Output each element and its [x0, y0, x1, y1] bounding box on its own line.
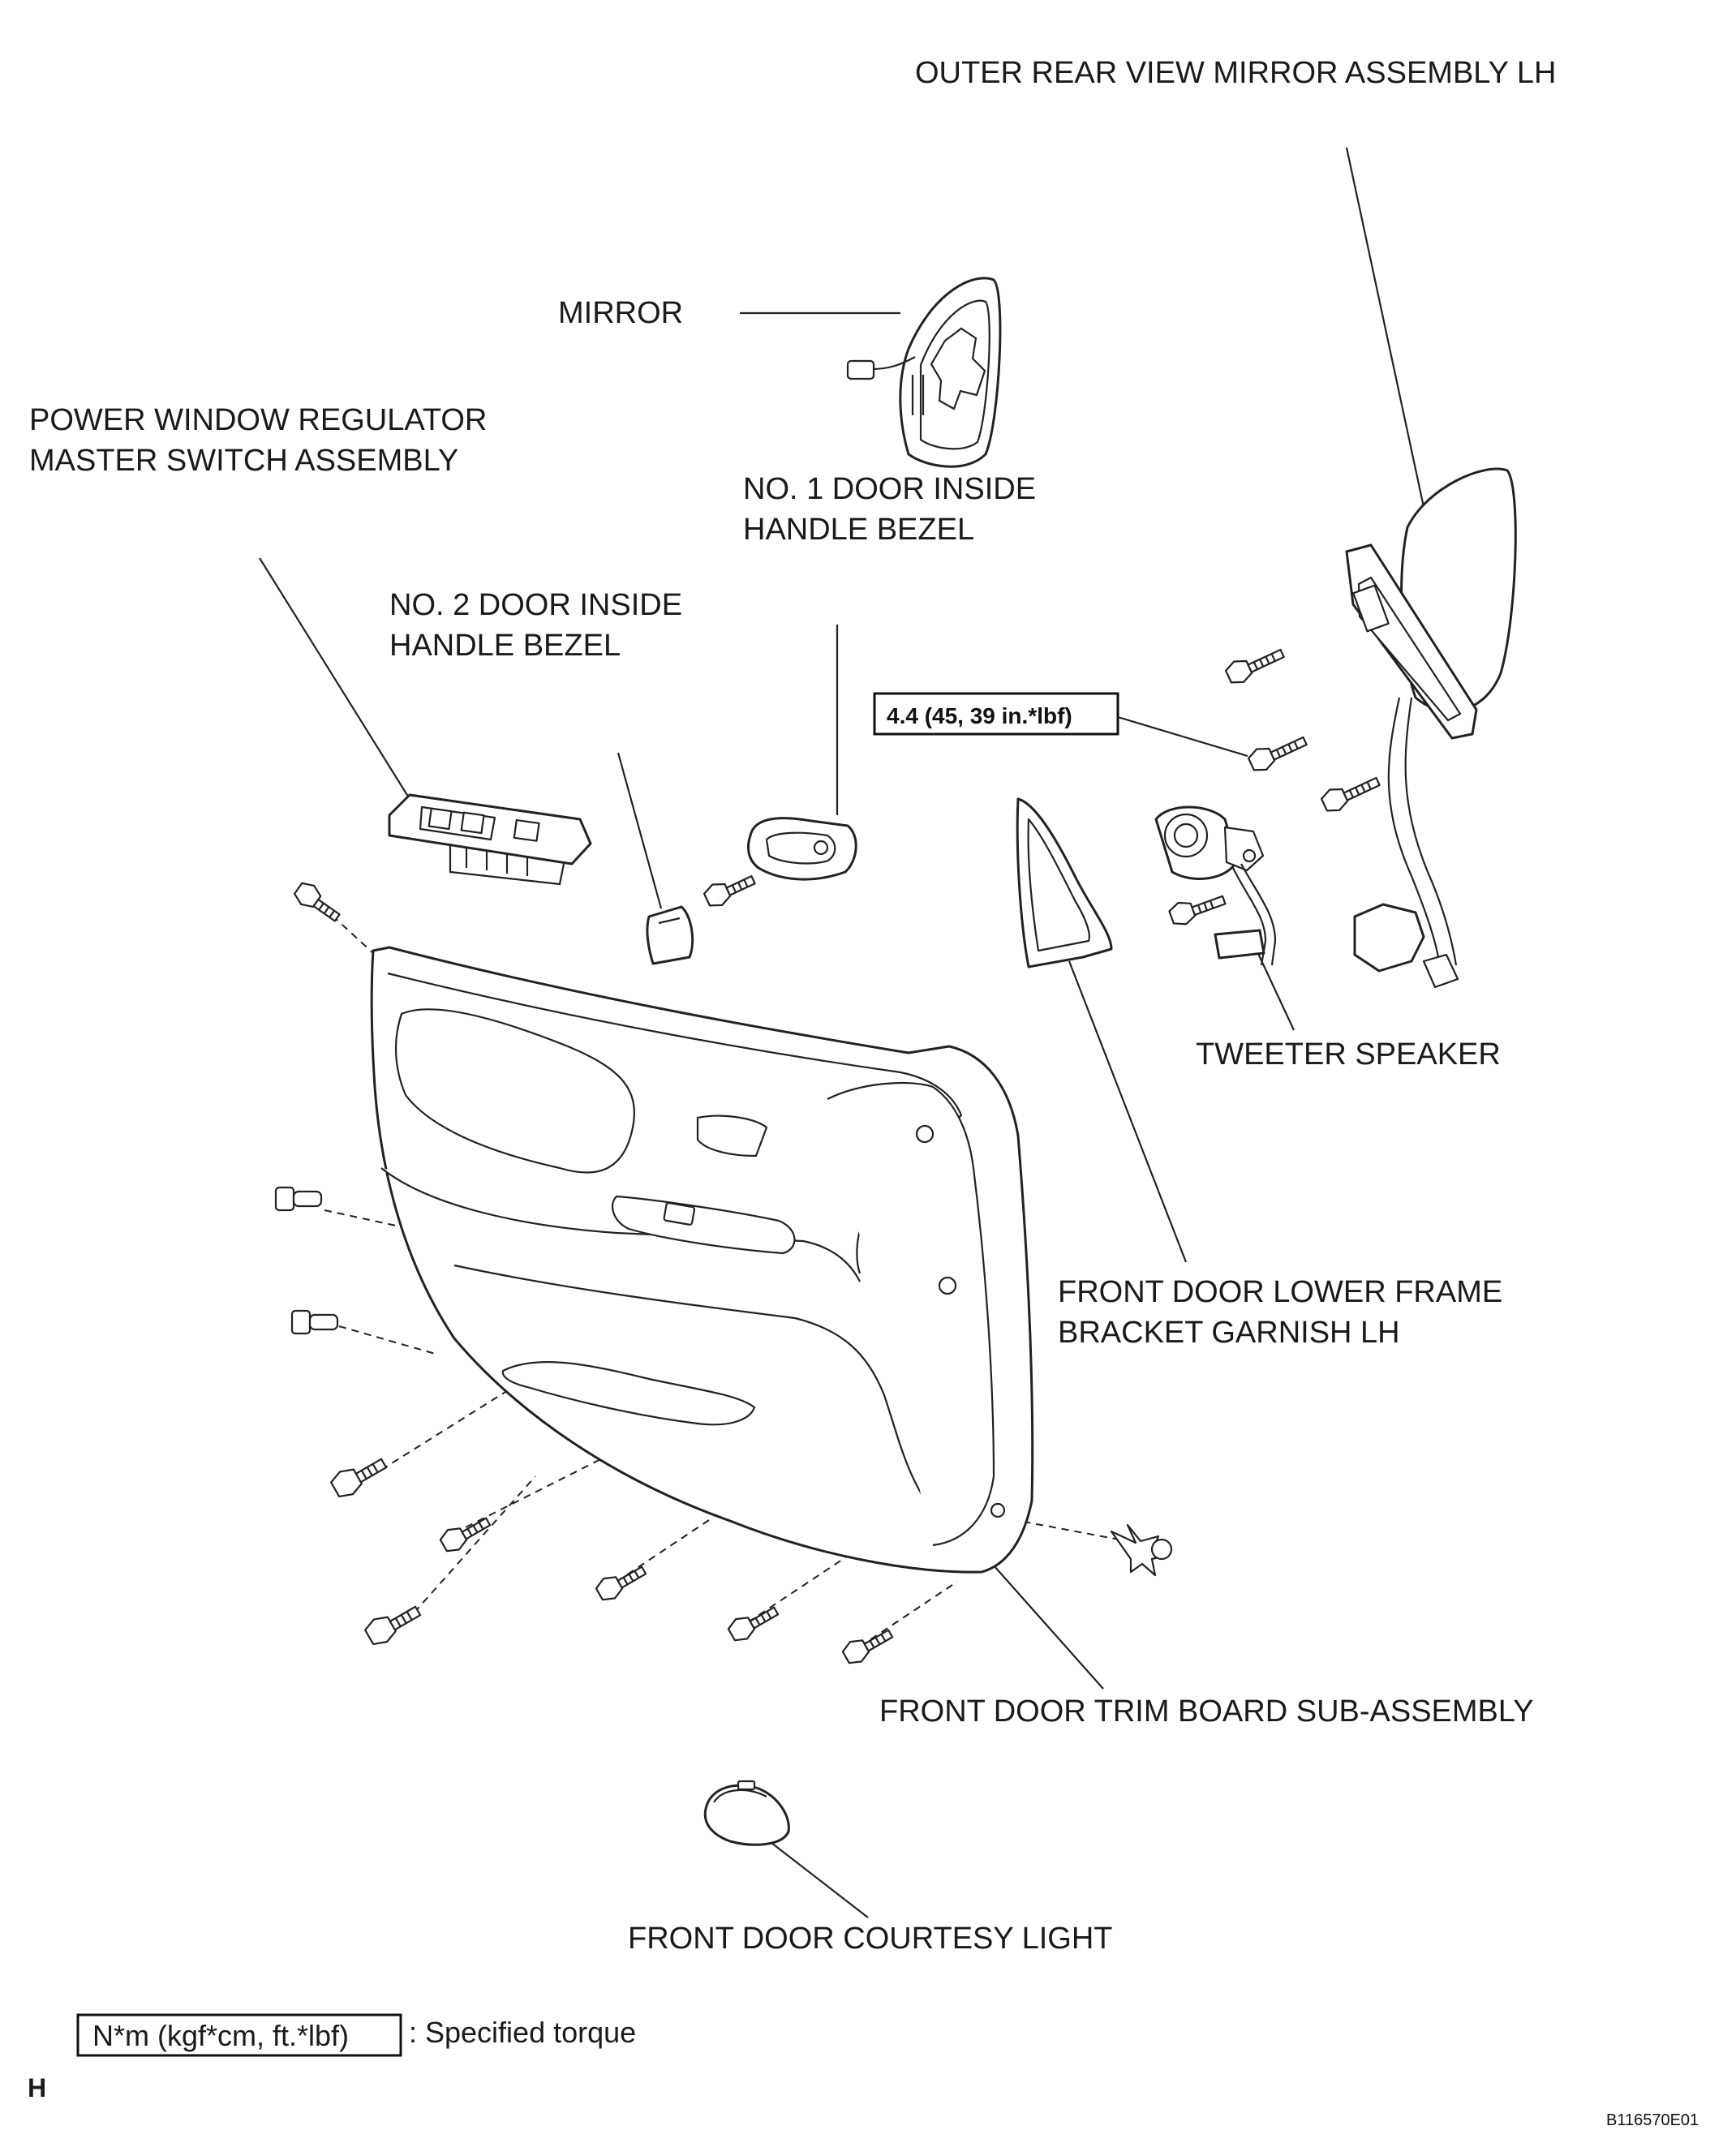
- legend-box: [76, 2013, 402, 2057]
- screw-3: [364, 1605, 422, 1646]
- label-garnish-line2: BRACKET GARNISH LH: [1058, 1316, 1400, 1350]
- door-trim-board-part: [370, 946, 1034, 1574]
- clip-top: [293, 882, 341, 922]
- footer-code: B116570E01: [1606, 2111, 1699, 2129]
- leader-lines: [259, 147, 1425, 1918]
- label-no2-bezel-line2: HANDLE BEZEL: [389, 629, 621, 663]
- label-garnish-line1: FRONT DOOR LOWER FRAME: [1058, 1275, 1502, 1309]
- bezel-screw: [703, 875, 756, 907]
- outer-mirror-assembly-part: [1345, 467, 1517, 989]
- label-power-window-line1: POWER WINDOW REGULATOR: [29, 403, 487, 437]
- tweeter-speaker-part: [1154, 805, 1277, 966]
- label-no1-bezel-line2: HANDLE BEZEL: [743, 513, 974, 547]
- label-courtesy-light: FRONT DOOR COURTESY LIGHT: [628, 1922, 1113, 1956]
- screw-4: [595, 1565, 647, 1601]
- tweeter-screw: [1168, 895, 1227, 926]
- mirror-bolt-middle: [1247, 736, 1308, 771]
- mirror-bolt-top: [1224, 648, 1285, 684]
- screw-6: [841, 1629, 894, 1664]
- label-trim-board: FRONT DOOR TRIM BOARD SUB-ASSEMBLY: [879, 1694, 1534, 1729]
- bracket-garnish-part: [1016, 797, 1113, 968]
- screw-1: [330, 1458, 388, 1498]
- screw-2: [439, 1517, 492, 1553]
- no2-handle-bezel-part: [646, 905, 694, 965]
- mirror-glass-part: [846, 277, 1002, 468]
- courtesy-light-part: [703, 1780, 790, 1846]
- label-no1-bezel-line1: NO. 1 DOOR INSIDE: [743, 472, 1036, 506]
- clip-left-upper: [274, 1186, 323, 1212]
- label-mirror: MIRROR: [558, 296, 683, 330]
- clip-left-lower: [290, 1309, 339, 1335]
- label-power-window-line2: MASTER SWITCH ASSEMBLY: [29, 444, 458, 478]
- torque-box: [873, 692, 1119, 736]
- screw-5: [727, 1606, 780, 1642]
- power-window-switch-part: [388, 793, 592, 886]
- legend-text: : Specified torque: [409, 2016, 636, 2049]
- label-no2-bezel-line1: NO. 2 DOOR INSIDE: [389, 588, 682, 622]
- label-tweeter: TWEETER SPEAKER: [1196, 1037, 1501, 1072]
- torque-value: 4.4 (45, 39 in.*lbf): [887, 703, 1072, 728]
- clip-right: [1110, 1523, 1173, 1577]
- label-outer-mirror: OUTER REAR VIEW MIRROR ASSEMBLY LH: [915, 56, 1556, 90]
- legend-box-text: N*m (kgf*cm, ft.*lbf): [92, 2019, 349, 2052]
- no1-handle-bezel-part: [747, 817, 857, 881]
- footer-letter: H: [28, 2073, 46, 2102]
- mirror-bolt-right: [1320, 776, 1381, 812]
